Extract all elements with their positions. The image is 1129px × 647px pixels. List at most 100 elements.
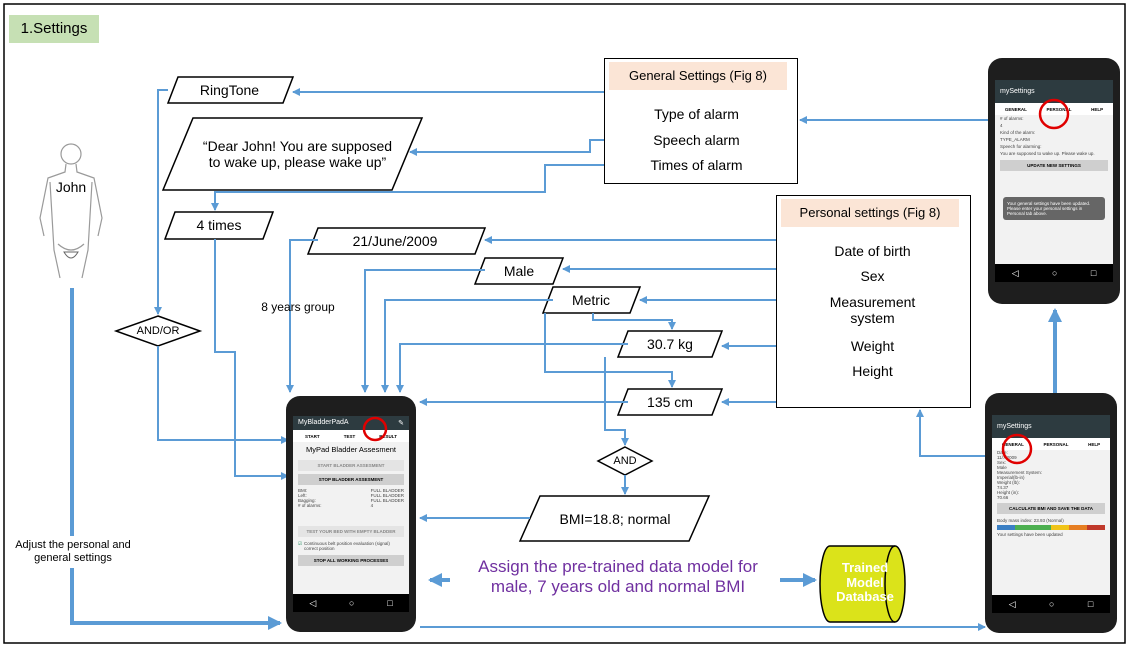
personal-settings-title: Personal settings (Fig 8) <box>781 199 959 227</box>
settings-line[interactable]: TYPE_ALARM <box>1000 137 1030 142</box>
phone-bottom-right-screen: mySettings GENERAL PERSONAL HELP Date: 1… <box>992 415 1110 613</box>
bmi-result-line: Body mass index: 23.93 (Normal) <box>997 518 1064 523</box>
checkbox-icon[interactable]: ☑ <box>298 541 303 546</box>
row-label: Bagging: <box>298 498 316 503</box>
database-label: Trained Model Database <box>836 559 894 605</box>
age-group-label: 8 years group <box>261 300 335 315</box>
back-icon[interactable]: ◁ <box>1011 267 1019 278</box>
home-icon[interactable]: ○ <box>1049 599 1055 609</box>
phone-center-app-title: MyBladderPadA <box>298 419 349 426</box>
measurement-system-item: Measurement system <box>829 293 916 326</box>
back-icon[interactable]: ◁ <box>309 597 317 608</box>
recents-icon[interactable]: □ <box>1087 599 1094 609</box>
section-header: 1.Settings <box>9 15 99 43</box>
home-icon[interactable]: ○ <box>349 598 355 608</box>
height-value: 135 cm <box>647 393 693 410</box>
bmi-color-scale <box>997 525 1105 530</box>
settings-line: Height (in): <box>997 490 1020 495</box>
tab-general[interactable]: GENERAL <box>1004 107 1027 112</box>
phone-top-navbar: ◁ ○ □ <box>995 264 1113 282</box>
stop-assessment-button[interactable]: STOP BLADDER ASSESMENT <box>298 474 404 485</box>
home-icon[interactable]: ○ <box>1052 268 1058 278</box>
times-of-alarm-item: Times of alarm <box>650 156 743 173</box>
settings-line: Speech for alarming: <box>1000 144 1042 149</box>
phone-center-heading: MyPad Bladder Assesment <box>305 445 397 454</box>
phone-bottom-right: mySettings GENERAL PERSONAL HELP Date: 1… <box>985 393 1117 633</box>
phone-center-tabs: START TEST RESULT <box>293 430 409 442</box>
dob-shape <box>306 227 487 255</box>
row-label: Left: <box>298 493 307 498</box>
times-shape <box>163 211 275 240</box>
tab-test[interactable]: TEST <box>343 434 356 439</box>
checkbox-row[interactable]: ☑ Continuous belt position evaluation (s… <box>293 540 409 552</box>
type-of-alarm-item: Type of alarm <box>654 105 739 122</box>
date-of-birth-item: Date of birth <box>834 242 911 259</box>
body-outline-icon <box>39 143 103 279</box>
phone-center-appbar: MyBladderPadA ✎ <box>293 416 409 430</box>
start-assessment-button[interactable]: START BLADDER ASSESMENT <box>298 460 404 471</box>
phone-bottom-navbar: ◁ ○ □ <box>992 595 1110 613</box>
tab-start[interactable]: START <box>305 434 320 439</box>
general-settings-title: General Settings (Fig 8) <box>609 62 787 90</box>
height-item: Height <box>852 362 893 379</box>
row-label: # of alarms: <box>298 503 322 508</box>
settings-wrench-icon[interactable]: ✎ <box>398 420 404 427</box>
phone-center-screen: MyBladderPadA ✎ START TEST RESULT MyPad … <box>293 416 409 612</box>
tab-personal[interactable]: PERSONAL <box>1046 107 1072 112</box>
tab-result[interactable]: RESULT <box>379 434 397 439</box>
sex-value: Male <box>503 262 535 279</box>
phone-top-app-title: mySettings <box>1000 88 1035 95</box>
update-settings-button[interactable]: UPDATE NEW SETTINGS <box>1000 160 1108 171</box>
phone-bottom-tabs: GENERAL PERSONAL HELP <box>992 438 1110 450</box>
ringtone-value: RingTone <box>199 81 260 98</box>
phone-center-navbar: ◁ ○ □ <box>293 594 409 612</box>
settings-line[interactable]: 4 <box>1000 123 1003 128</box>
recents-icon[interactable]: □ <box>1090 268 1097 278</box>
phone-center-rows: BMI: Left: Bagging: # of alarms: FULL BL… <box>293 488 409 508</box>
bmi-value: BMI=18.8; normal <box>559 510 671 527</box>
settings-line[interactable]: 70.66 <box>997 495 1009 500</box>
tab-personal[interactable]: PERSONAL <box>1043 442 1069 447</box>
recents-icon[interactable]: □ <box>387 598 393 608</box>
weight-item: Weight <box>850 337 895 354</box>
times-value: 4 times <box>196 217 242 234</box>
settings-line[interactable]: 74.37 <box>997 485 1009 490</box>
tab-help[interactable]: HELP <box>1091 107 1104 112</box>
settings-line: Kind of the alarm: <box>1000 130 1036 135</box>
phone-top-tabs: GENERAL PERSONAL HELP <box>995 103 1113 115</box>
settings-line: Measurement System: <box>997 470 1043 475</box>
test-bed-button[interactable]: TEST YOUR BED WITH EMPTY BLADDER <box>298 526 404 537</box>
and-or-label: AND/OR <box>136 324 180 337</box>
highlight-circle-icon <box>1001 433 1033 465</box>
sex-item: Sex <box>860 267 885 284</box>
phone-top-appbar: mySettings <box>995 80 1113 103</box>
phone-bottom-app-title: mySettings <box>997 423 1032 430</box>
settings-line: Sex: <box>997 460 1007 465</box>
tab-help[interactable]: HELP <box>1088 442 1101 447</box>
dob-value: 21/June/2009 <box>352 232 438 249</box>
back-icon[interactable]: ◁ <box>1008 598 1016 609</box>
settings-line[interactable]: Male <box>997 465 1007 470</box>
row-value: FULL BLADDER <box>370 498 404 503</box>
phone-top-right-screen: mySettings GENERAL PERSONAL HELP # of al… <box>995 80 1113 282</box>
adjust-label: Adjust the personal and general settings <box>12 536 134 568</box>
stop-all-button[interactable]: STOP ALL WORKING PROCESSES <box>298 555 404 566</box>
row-value: FULL BLADDER <box>370 493 404 498</box>
general-settings-box: General Settings (Fig 8) <box>604 58 798 184</box>
measurement-shape <box>541 286 642 314</box>
section-header-text: 1.Settings <box>20 20 88 38</box>
checkbox-label: Continuous belt position evaluation (sig… <box>304 541 390 551</box>
settings-line[interactable]: Imperial(lb-in) <box>997 475 1025 480</box>
row-value: FULL BLADDER <box>370 488 404 493</box>
settings-line[interactable]: You are supposed to wake up. Please wake… <box>1000 151 1095 156</box>
speech-alarm-item: Speech alarm <box>653 131 740 148</box>
sex-shape <box>473 257 565 285</box>
weight-value: 30.7 kg <box>647 335 693 352</box>
weight-shape <box>616 330 724 358</box>
assign-label: Assign the pre-trained data model for ma… <box>478 557 758 596</box>
phone-center: MyBladderPadA ✎ START TEST RESULT MyPad … <box>286 396 416 632</box>
settings-line: Weight (lb): <box>997 480 1020 485</box>
update-toast: Your general settings have been updated.… <box>1003 197 1105 220</box>
tab-general[interactable]: GENERAL <box>1001 442 1024 447</box>
calculate-bmi-button[interactable]: CALCULATE BMI AND SAVE THE DATA <box>997 503 1105 514</box>
